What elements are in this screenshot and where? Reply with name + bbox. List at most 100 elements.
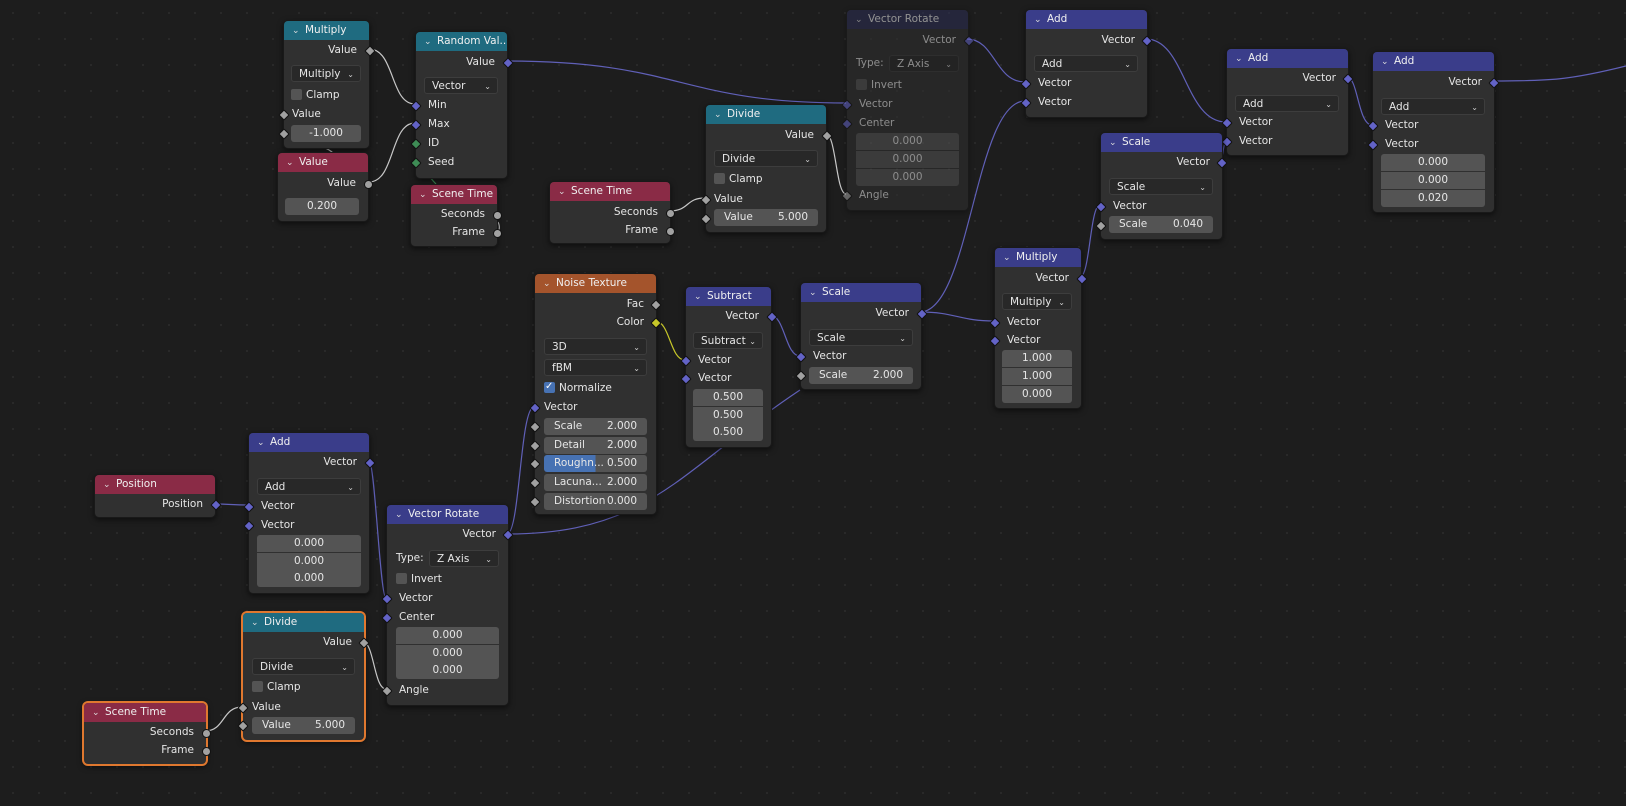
vector-y-field[interactable]: 0.000 — [1381, 172, 1485, 189]
scene-time-node[interactable]: ⌄Scene Time Seconds Frame — [549, 181, 675, 244]
scene-time-node[interactable]: ⌄Scene Time Seconds Frame — [410, 184, 502, 247]
center-x-field[interactable]: 0.000 — [396, 627, 499, 644]
angle-socket[interactable] — [841, 190, 853, 202]
input-socket[interactable] — [700, 194, 712, 206]
operation-dropdown[interactable]: Multiply⌄ — [1002, 293, 1072, 310]
vector-rotate-node[interactable]: ⌄Vector Rotate Vector Type: Z Axis⌄ Inve… — [381, 504, 514, 706]
operation-dropdown[interactable]: Add⌄ — [1381, 98, 1485, 115]
node-header[interactable]: ⌄Scene Time — [411, 185, 497, 204]
frame-socket[interactable] — [666, 227, 675, 236]
operation-dropdown[interactable]: Scale⌄ — [1109, 178, 1213, 195]
output-socket[interactable] — [364, 180, 373, 189]
output-socket[interactable] — [1141, 35, 1153, 47]
add-node[interactable]: ⌄Add Vector Add⌄ Vector Vector — [1221, 48, 1354, 156]
type-dropdown[interactable]: Z Axis⌄ — [889, 55, 959, 72]
collapse-chevron-icon[interactable]: ⌄ — [424, 37, 432, 47]
vector-y-field[interactable]: 1.000 — [1002, 368, 1072, 385]
roughness-socket[interactable] — [529, 458, 541, 470]
position-node[interactable]: ⌄Position Position — [94, 474, 222, 518]
invert-checkbox[interactable]: Invert — [396, 571, 442, 587]
node-header[interactable]: ⌄Add — [1373, 52, 1494, 71]
center-y-field[interactable]: 0.000 — [396, 645, 499, 662]
type-dropdown[interactable]: Z Axis⌄ — [429, 550, 499, 567]
node-header[interactable]: ⌄Add — [1026, 10, 1147, 29]
output-socket[interactable] — [1488, 77, 1500, 89]
collapse-chevron-icon[interactable]: ⌄ — [92, 708, 100, 718]
operation-dropdown[interactable]: Divide⌄ — [714, 150, 818, 167]
dimensions-dropdown[interactable]: 3D⌄ — [544, 338, 647, 355]
node-header[interactable]: ⌄Value — [278, 153, 368, 172]
clamp-checkbox[interactable]: Clamp — [714, 171, 763, 187]
vector-socket[interactable] — [680, 373, 692, 385]
output-socket[interactable] — [963, 35, 975, 47]
node-header[interactable]: ⌄Scale — [801, 283, 921, 302]
add-node[interactable]: ⌄Add Vector Add⌄ Vector Vector — [1020, 9, 1153, 118]
vector-x-field[interactable]: 0.000 — [1381, 154, 1485, 171]
position-socket[interactable] — [210, 499, 222, 511]
operation-dropdown[interactable]: Add⌄ — [1235, 95, 1339, 112]
vector-socket[interactable] — [1020, 78, 1032, 90]
color-socket[interactable] — [650, 317, 662, 329]
vector-socket[interactable] — [1221, 117, 1233, 129]
node-header[interactable]: ⌄Vector Rotate — [847, 10, 968, 29]
operation-dropdown[interactable]: Add⌄ — [257, 478, 361, 495]
node-header[interactable]: ⌄Add — [1227, 49, 1348, 68]
vector-socket[interactable] — [841, 99, 853, 111]
lacunarity-socket[interactable] — [529, 477, 541, 489]
seconds-socket[interactable] — [202, 729, 211, 738]
clamp-checkbox[interactable]: Clamp — [291, 87, 340, 103]
vector-y-field[interactable]: 0.000 — [257, 553, 361, 570]
id-socket[interactable] — [410, 138, 422, 150]
center-x-field[interactable]: 0.000 — [856, 133, 959, 150]
vector-multiply-node[interactable]: ⌄Multiply Vector Multiply⌄ Vector Vector… — [989, 247, 1088, 409]
input-socket[interactable] — [700, 213, 712, 225]
vector-socket[interactable] — [989, 317, 1001, 329]
subtract-node[interactable]: ⌄Subtract Vector Subtract⌄ Vector Vector… — [680, 286, 778, 448]
collapse-chevron-icon[interactable]: ⌄ — [257, 438, 265, 448]
center-z-field[interactable]: 0.000 — [396, 662, 499, 679]
value-field[interactable]: -1.000 — [291, 125, 361, 142]
vector-socket[interactable] — [1020, 97, 1032, 109]
vector-x-field[interactable]: 1.000 — [1002, 350, 1072, 367]
max-socket[interactable] — [410, 119, 422, 131]
output-socket[interactable] — [1216, 157, 1228, 169]
node-header[interactable]: ⌄Scene Time — [84, 703, 206, 722]
output-socket[interactable] — [502, 57, 514, 69]
distortion-socket[interactable] — [529, 496, 541, 508]
center-socket[interactable] — [841, 118, 853, 130]
vector-socket[interactable] — [680, 355, 692, 367]
vector-socket[interactable] — [989, 335, 1001, 347]
node-header[interactable]: ⌄Subtract — [686, 287, 771, 306]
collapse-chevron-icon[interactable]: ⌄ — [1109, 138, 1117, 148]
clamp-checkbox[interactable]: Clamp — [252, 679, 301, 695]
collapse-chevron-icon[interactable]: ⌄ — [1381, 57, 1389, 67]
collapse-chevron-icon[interactable]: ⌄ — [714, 110, 722, 120]
output-socket[interactable] — [1342, 73, 1354, 85]
vector-socket[interactable] — [529, 402, 541, 414]
noise-texture-node[interactable]: ⌄Noise Texture Fac Color 3D⌄ fBM⌄ Normal… — [529, 273, 662, 515]
seconds-socket[interactable] — [493, 211, 502, 220]
input-socket[interactable] — [237, 702, 249, 714]
node-header[interactable]: ⌄Multiply — [284, 21, 369, 40]
noise-type-dropdown[interactable]: fBM⌄ — [544, 359, 647, 376]
scene-time-node[interactable]: ⌄Scene Time Seconds Frame — [83, 702, 211, 765]
operation-dropdown[interactable]: Subtract⌄ — [693, 332, 763, 349]
seconds-socket[interactable] — [666, 209, 675, 218]
value-field[interactable]: 0.200 — [285, 198, 359, 215]
collapse-chevron-icon[interactable]: ⌄ — [809, 288, 817, 298]
vector-socket[interactable] — [243, 520, 255, 532]
seed-socket[interactable] — [410, 157, 422, 169]
operation-dropdown[interactable]: Multiply⌄ — [291, 65, 361, 82]
collapse-chevron-icon[interactable]: ⌄ — [395, 510, 403, 520]
output-socket[interactable] — [358, 637, 370, 649]
input-socket[interactable] — [237, 720, 249, 732]
vector-z-field[interactable]: 0.020 — [1381, 190, 1485, 207]
vector-z-field[interactable]: 0.000 — [257, 570, 361, 587]
vector-y-field[interactable]: 0.500 — [693, 407, 763, 424]
frame-socket[interactable] — [493, 229, 502, 238]
node-header[interactable]: ⌄Divide — [706, 105, 826, 124]
collapse-chevron-icon[interactable]: ⌄ — [251, 618, 259, 628]
